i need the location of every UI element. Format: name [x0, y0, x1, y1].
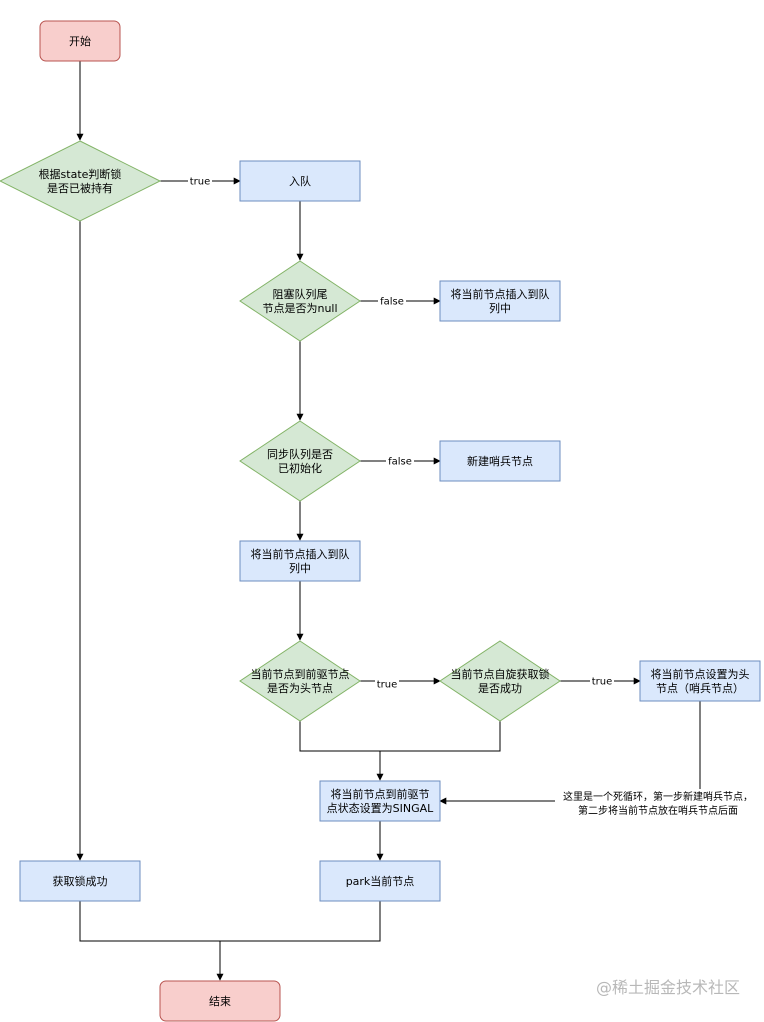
node-text: 入队 [289, 174, 311, 188]
edge-label-text: false [388, 457, 412, 468]
node-text: 是否已被持有 [47, 181, 113, 195]
decision-shape [239, 260, 361, 342]
node-text: 是否为头节点 [267, 682, 333, 695]
edge-acquire-join [79, 901, 381, 942]
node-enqueue: 入队 [239, 160, 361, 202]
edge-label-spin-true: true [590, 674, 614, 688]
decision-shape [239, 420, 361, 502]
node-end: 结束 [159, 980, 281, 1022]
process-shape [439, 280, 561, 322]
decision-shape [0, 140, 162, 222]
node-start: 开始 [39, 20, 121, 62]
edge-label-text: true [190, 177, 211, 188]
edge-label-text: true [592, 677, 613, 688]
extras: 这里是一个死循环，第一步新建哨兵节点，第二步将当前节点放在哨兵节点后面 @稀土掘金… [555, 789, 760, 997]
decision-shape [239, 640, 361, 722]
node-text: 当前节点自旋获取锁 [451, 667, 550, 681]
node-text: 将当前节点设置为头 [651, 667, 750, 681]
note-text: 这里是一个死循环，第一步新建哨兵节点， [563, 790, 753, 803]
edges [76, 61, 701, 981]
loop-note: 这里是一个死循环，第一步新建哨兵节点，第二步将当前节点放在哨兵节点后面 [555, 789, 760, 819]
node-text: 节点是否为null [262, 302, 337, 315]
node-text: 将当前节点插入到队 [251, 547, 350, 561]
node-text: park当前节点 [346, 874, 415, 888]
process-shape [439, 440, 561, 482]
node-text: 阻塞队列尾 [273, 287, 328, 301]
node-text: 点状态设置为SINGAL [327, 801, 435, 815]
node-text: 将当前节点到前驱节 [331, 787, 430, 801]
node-new-sentinel: 新建哨兵节点 [439, 440, 561, 482]
edge-label-init-false: false [386, 454, 414, 468]
edge-labels: true false false true true [188, 174, 614, 691]
process-shape [319, 780, 441, 822]
process-shape [319, 860, 441, 902]
process-shape [239, 540, 361, 582]
watermark-text: @稀土掘金技术社区 [596, 978, 740, 997]
node-text: 当前节点到前驱节点 [251, 667, 350, 681]
node-text: 同步队列是否 [267, 447, 333, 461]
process-shape [19, 860, 141, 902]
node-text: 列中 [289, 561, 311, 575]
edge-label-text: false [380, 297, 404, 308]
edge-label-tail-false: false [378, 294, 406, 308]
note-text: 第二步将当前节点放在哨兵节点后面 [578, 804, 738, 817]
node-text: 将当前节点插入到队 [451, 287, 550, 301]
node-text: 是否成功 [478, 682, 522, 695]
edge-pred-merge [299, 721, 501, 752]
terminal-shape [39, 20, 121, 62]
decision-shape [439, 640, 561, 722]
node-acquire-ok: 获取锁成功 [19, 860, 141, 902]
node-text: 根据state判断锁 [39, 167, 122, 181]
edge-label-check-true: true [188, 174, 212, 188]
node-text: 节点（哨兵节点） [656, 682, 744, 695]
node-text: 已初始化 [278, 461, 322, 475]
node-park: park当前节点 [319, 860, 441, 902]
node-text: 开始 [69, 34, 91, 48]
process-shape [639, 660, 761, 702]
edge-label-text: true [377, 680, 398, 691]
node-text: 列中 [489, 301, 511, 315]
terminal-shape [159, 980, 281, 1022]
node-text: 结束 [209, 995, 231, 1008]
node-text: 获取锁成功 [53, 874, 108, 888]
edge-label-pred-true: true [375, 677, 399, 691]
process-shape [239, 160, 361, 202]
node-text: 新建哨兵节点 [467, 454, 533, 468]
